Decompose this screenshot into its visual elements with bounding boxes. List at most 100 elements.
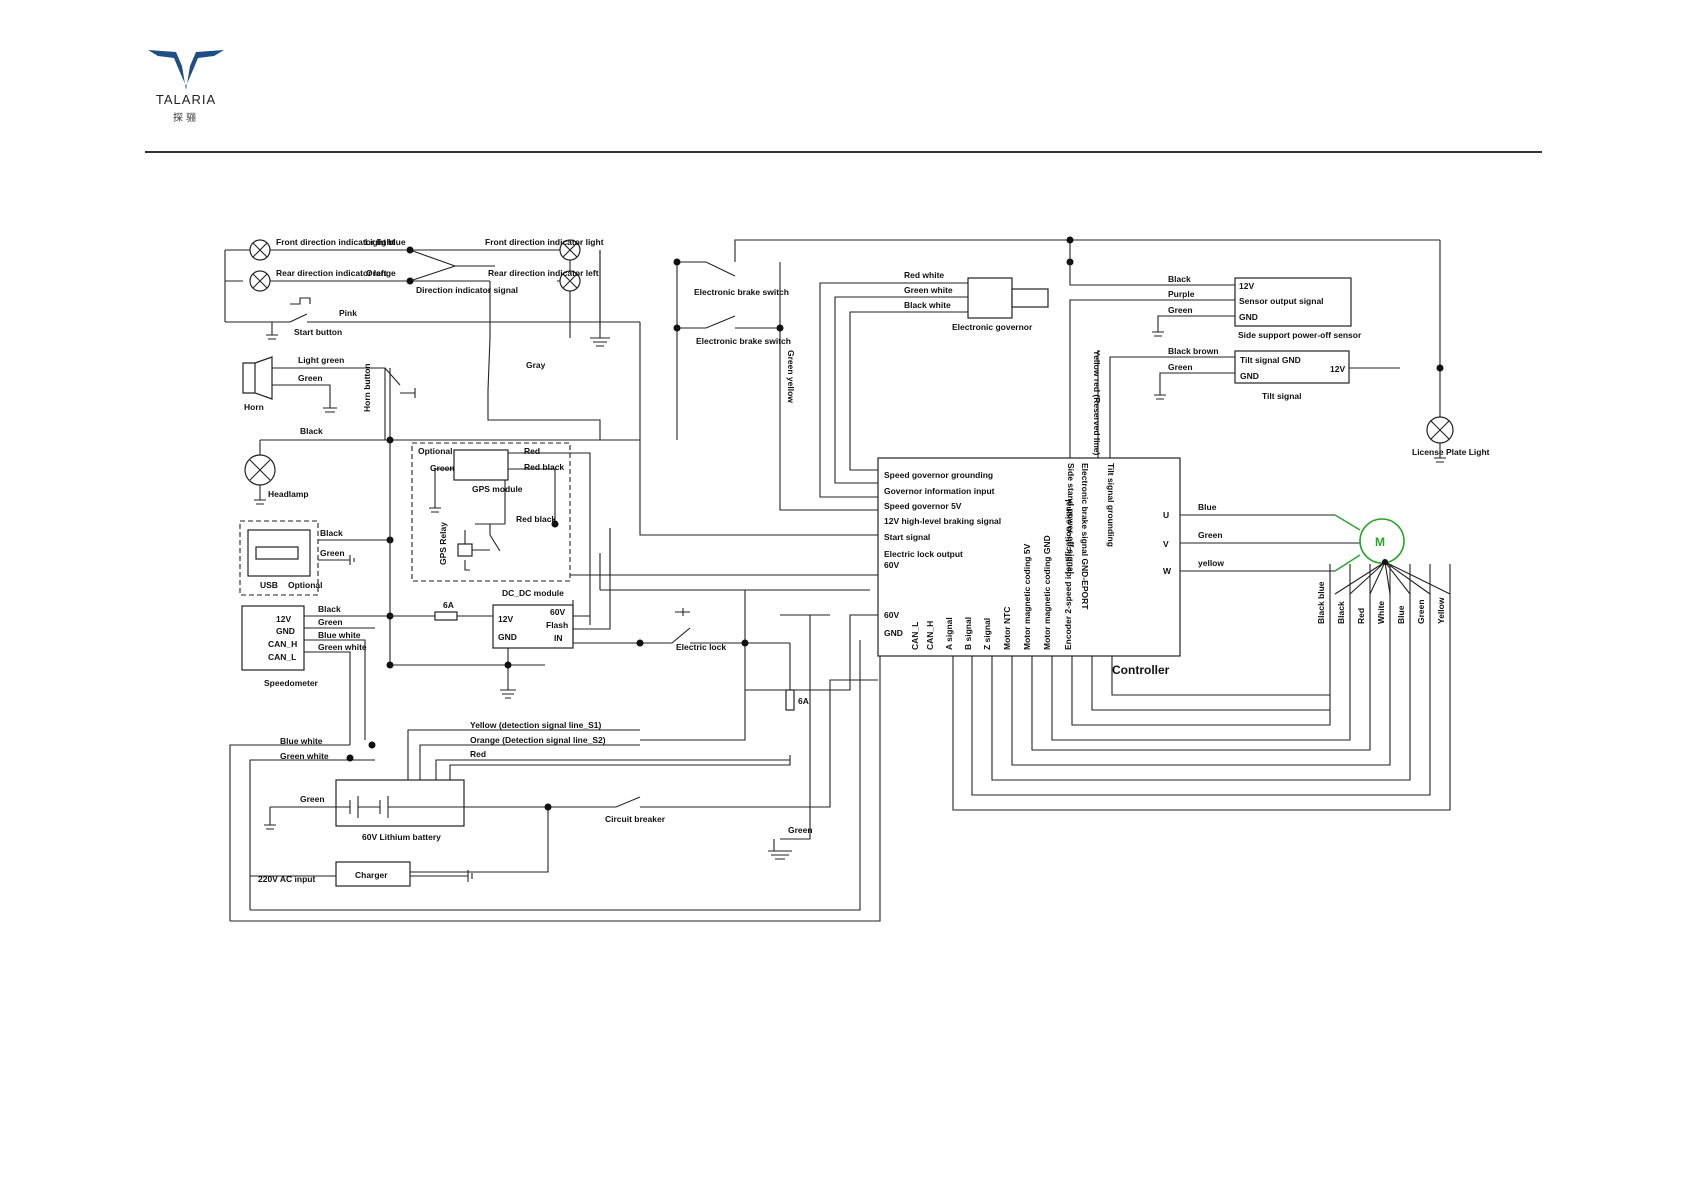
red-batt-label: Red — [470, 749, 486, 759]
controller: Speed governor grounding Governor inform… — [877, 457, 1181, 677]
sp-green-label: Green — [318, 617, 343, 627]
c-ntc-label: Motor NTC — [1002, 607, 1012, 650]
fuse6a-2-label: 6A — [798, 696, 809, 706]
dcdc-module-label: DC_DC module — [502, 588, 564, 598]
usb-group: Black Green USB Optional — [239, 520, 394, 596]
charger-label: Charger — [355, 870, 388, 880]
gps-module-label: GPS module — [472, 484, 523, 494]
optional1-label: Optional — [418, 446, 452, 456]
c-side-stand-label: Side stand power-off signal — [1066, 463, 1076, 574]
usb-label: USB — [260, 580, 278, 590]
side-support-label: Side support power-off sensor — [1238, 330, 1362, 340]
brake-switches: Electronic brake switch Electronic brake… — [487, 239, 1440, 591]
red1-label: Red — [524, 446, 540, 456]
c-brake-gnd-label: Electronic brake signal GND-EPORT — [1080, 463, 1090, 610]
start-button-label: Start button — [294, 327, 342, 337]
green-horn-label: Green — [298, 373, 323, 383]
rear-left-ind-label: Rear direction indicator left — [276, 268, 387, 278]
usb-green-label: Green — [320, 548, 345, 558]
ss-12v-label: 12V — [1239, 281, 1254, 291]
green-white-l-label: Green white — [280, 751, 329, 761]
c-z-label: Z signal — [982, 618, 992, 650]
optional2-label: Optional — [288, 580, 322, 590]
c-a-label: A signal — [944, 617, 954, 650]
battery-label: 60V Lithium battery — [362, 832, 441, 842]
c-b-label: B signal — [963, 617, 973, 650]
talaria-wing-logo-icon — [148, 50, 224, 90]
rear-right-ind-label: Rear direction indicator left — [488, 268, 599, 278]
green-yellow-label: Green yellow — [786, 350, 796, 403]
m-yellow-label: yellow — [1198, 558, 1224, 568]
start-button: Pink Start button — [225, 297, 640, 340]
m-blue-label: Blue — [1198, 502, 1217, 512]
tilt-signal-label: Tilt signal — [1262, 391, 1302, 401]
tilt-black-brown-label: Black brown — [1168, 346, 1219, 356]
front-right-indicator-lamp — [559, 239, 581, 261]
sp-12v-label: 12V — [276, 614, 291, 624]
c-gnd-label: GND — [884, 628, 903, 638]
tilt-gnd-label: GND — [1240, 371, 1259, 381]
h-yellow-label: Yellow — [1436, 597, 1446, 624]
speedometer-label: Speedometer — [264, 678, 319, 688]
headlamp: Black Headlamp — [244, 426, 640, 505]
motor: M Blue Green yellow — [1180, 502, 1451, 595]
battery-group: Yellow (detection signal line_S1) Orange… — [229, 614, 905, 922]
gov-green-white-label: Green white — [904, 285, 953, 295]
c-tilt-gnd-label: Tilt signal grounding — [1106, 463, 1116, 547]
headlamp-label: Headlamp — [268, 489, 309, 499]
c-u-label: U — [1163, 510, 1169, 520]
brand-logo: TALARIA 探骊 — [146, 46, 226, 126]
light-blue-label: Light blue — [365, 237, 406, 247]
circuit-breaker-label: Circuit breaker — [605, 814, 666, 824]
horn-label: Horn — [244, 402, 264, 412]
pink-label: Pink — [339, 308, 357, 318]
c-speed-5v-label: Speed governor 5V — [884, 501, 962, 511]
fuse6a-1-label: 6A — [443, 600, 454, 610]
dir-signal-label: Direction indicator signal — [416, 285, 518, 295]
sp-green-white-label: Green white — [318, 642, 367, 652]
license-plate-light: License Plate Light — [1066, 236, 1490, 463]
sp-black-label: Black — [318, 604, 341, 614]
sp-gnd-label: GND — [276, 626, 295, 636]
green-gps-label: Green — [430, 463, 455, 473]
electronic-governor: Red white Green white Black white Electr… — [819, 270, 1049, 498]
gov-red-white-label: Red white — [904, 270, 944, 280]
c-w-label: W — [1163, 566, 1172, 576]
c-mgnd-label: Motor magnetic coding GND — [1042, 535, 1052, 650]
dc-flash-label: Flash — [546, 620, 568, 630]
ss-gnd-label: GND — [1239, 312, 1258, 322]
red-black1-label: Red black — [524, 462, 564, 472]
ac-input-label: 220V AC input — [258, 874, 315, 884]
yellow-detect-label: Yellow (detection signal line_S1) — [470, 720, 601, 730]
yellow-red-label: Yellow red (Reserved line) — [1092, 350, 1102, 456]
light-green-label: Light green — [298, 355, 344, 365]
horn: Light green Green Horn Horn button — [242, 355, 416, 440]
dc-60v-label: 60V — [550, 607, 565, 617]
sp-blue-white-label: Blue white — [318, 630, 361, 640]
green-batt-label: Green — [300, 794, 325, 804]
usb-black-label: Black — [320, 528, 343, 538]
controller-harness: Black blue Black Red White Blue Green Ye… — [952, 564, 1451, 811]
brand-subtitle: 探骊 — [173, 113, 199, 124]
blue-white-l-label: Blue white — [280, 736, 323, 746]
eb-switch2-label: Electronic brake switch — [696, 336, 791, 346]
h-black-blue-label: Black blue — [1316, 581, 1326, 624]
c-canl-label: CAN_L — [910, 622, 920, 650]
horn-button-label: Horn button — [362, 363, 372, 412]
electronic-governor-label: Electronic governor — [952, 322, 1033, 332]
front-left-indicator-lamp — [249, 239, 271, 261]
h-blue-label: Blue — [1396, 605, 1406, 624]
electric-lock-label: Electric lock — [676, 642, 726, 652]
c-60v-a-label: 60V — [884, 560, 899, 570]
dcdc-module: 6A DC_DC module 12V GND 60V Flash IN — [390, 528, 640, 699]
controller-label: Controller — [1112, 663, 1170, 677]
green-gnd-label: Green — [788, 825, 813, 835]
dc-in-label: IN — [554, 633, 563, 643]
c-canh-label: CAN_H — [925, 621, 935, 650]
c-12v-brake-label: 12V high-level braking signal — [884, 516, 1001, 526]
h-white-label: White — [1376, 601, 1386, 624]
motor-label: M — [1375, 535, 1385, 549]
tilt-signal-sensor: Black brown Green Tilt signal GND GND 12… — [1092, 346, 1400, 458]
c-gov-input-label: Governor information input — [884, 486, 995, 496]
